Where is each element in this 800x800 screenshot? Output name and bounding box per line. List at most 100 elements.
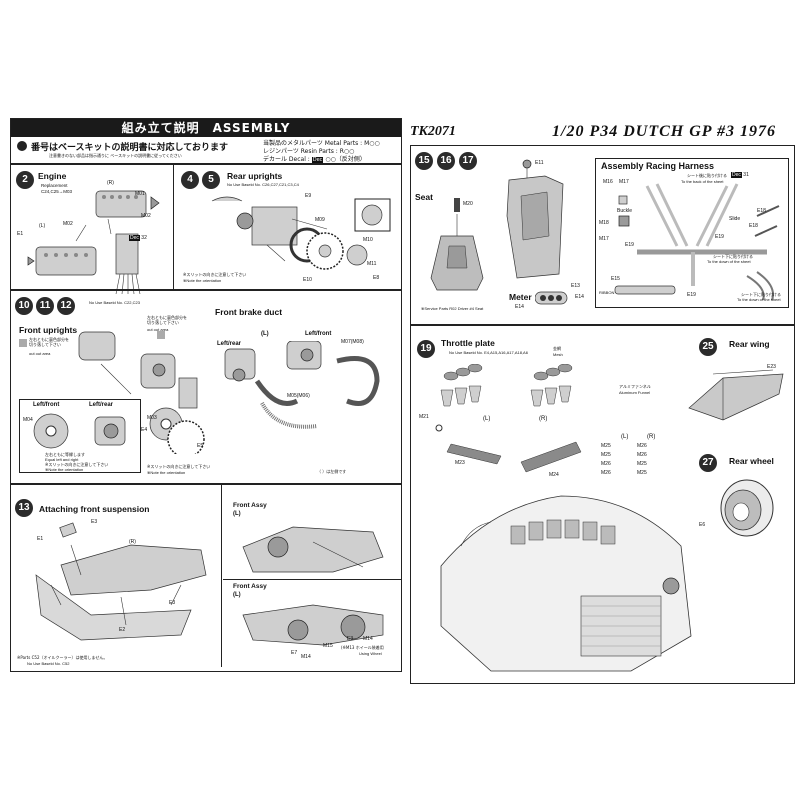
front-assy-1-diagram: [242, 526, 384, 573]
cut-note-2-jp: 左右ともに裏色部分を切り落して下さい: [147, 315, 187, 325]
step2-label-m02b: M02: [63, 221, 73, 227]
parts-note-jp: ※Parts C52（オイルクーラー）は使用しません。: [17, 655, 108, 660]
front-upright-inset: [19, 399, 141, 473]
intro-main-text: 番号はベースキットの説明書に対応しております: [31, 143, 229, 153]
cockpit-diagram: [506, 159, 564, 279]
step45-note-jp: ※スリットの向きに注意して下さい: [183, 272, 247, 277]
cut-area-swatch: [157, 331, 165, 339]
step13-label-m14a: M14: [301, 654, 311, 660]
rear-wheel-diagram: [720, 479, 774, 537]
step-number-15: 15: [415, 152, 433, 170]
inset-left-front: Left/front: [33, 402, 60, 408]
harness-decal-num: 31: [743, 172, 749, 178]
legend-metal: 当製品のメタルパーツ Metal Parts : M○○: [263, 140, 380, 147]
divider: [11, 289, 401, 291]
brake-duct-left-front: Left/front: [305, 331, 332, 337]
equal-note-jp: 左右ともに等縁します: [45, 452, 85, 457]
label-e5: E5: [197, 443, 204, 449]
step-number-12: 12: [57, 297, 75, 315]
step10-no-use: No Use Baseld No. C22,C23: [89, 300, 140, 305]
step-number-25: 25: [699, 338, 717, 356]
harness-decal-box: Dec: [731, 172, 742, 178]
step13-label-e3c: E3: [347, 636, 354, 642]
step-number-5: 5: [202, 171, 220, 189]
front-assy-1-title: Front Assy: [233, 502, 267, 509]
orient-note-jp-2: ※スリットの向きに注意して下さい: [147, 464, 211, 469]
back-note-jp: シート後に貼り付ける: [687, 173, 727, 178]
equal-note-en: Equal left and right: [45, 457, 79, 462]
pipe-row-3-l: M26: [601, 461, 611, 467]
right-instruction-sheet: 15 16 17 Seat M20 ※Service Parts R02 Dri…: [410, 145, 795, 684]
front-uprights-title: Front uprights: [19, 325, 78, 335]
step-number-11: 11: [36, 297, 54, 315]
brake-duct-diagram: [224, 341, 380, 429]
front-assy-2-diagram: [242, 604, 384, 646]
label-e23: E23: [767, 364, 776, 370]
harness-label-e19b: E19: [715, 234, 724, 240]
harness-box: [595, 158, 789, 308]
parts-note-en: No Use Baseld No. C52: [27, 661, 70, 666]
down-note-2-en: To the down of the sheet: [737, 297, 781, 302]
step2-title: Engine: [38, 171, 67, 181]
legend-resin: レジンパーツ Resin Parts : R○○: [263, 148, 355, 155]
inset-diagram: [33, 413, 126, 449]
rear-upright-diagram: [211, 196, 391, 270]
label-m03: M03: [147, 415, 157, 421]
pipe-row-2-r: M26: [637, 452, 647, 458]
harness-label-e15: E15: [611, 276, 620, 282]
harness-label-m16: M16: [603, 179, 613, 185]
pipe-row-4-l: M26: [601, 470, 611, 476]
label-m23: M23: [455, 460, 465, 466]
step-number-17: 17: [459, 152, 477, 170]
brake-duct-title: Front brake duct: [215, 307, 283, 317]
step45-note-en: ※Note the orientation: [183, 278, 222, 283]
pipe-table-head-r: (R): [647, 434, 656, 440]
slide-label: Slide: [729, 216, 741, 222]
divider-vertical: [173, 165, 175, 289]
back-note-en: To the back of the sheet: [681, 179, 724, 184]
engine-bay-diagram: [440, 495, 692, 672]
inset-left-rear: Left/rear: [89, 402, 114, 408]
wheel-note-jp: (※M13 ホイール装着用: [341, 645, 384, 650]
orient-note-jp: ※スリットの向きに注意して下さい: [45, 462, 109, 467]
harness-diagram: [614, 183, 780, 301]
step2-decal: Dec 32: [129, 235, 147, 241]
pipe-row-2-l: M25: [601, 452, 611, 458]
pipe-table-head-l: (L): [621, 434, 629, 440]
wheel-note-en: Using Wheel: [359, 651, 382, 656]
step-number-4: 4: [181, 171, 199, 189]
step13-label-e3a: E3: [91, 519, 98, 525]
front-assy-2-title: Front Assy: [233, 583, 267, 590]
meter-title: Meter: [509, 292, 532, 302]
brake-duct-left-rear: Left/rear: [217, 341, 242, 347]
seat-diagram: [430, 198, 484, 291]
front-upright-diagram: [78, 331, 205, 454]
label-m21: M21: [419, 414, 429, 420]
step2-decal-num: 32: [141, 235, 147, 241]
mesh-en: Mesh: [553, 352, 563, 357]
bracket-note: （ ）は左側です: [317, 469, 347, 474]
step2-replacement-parts: C24,C25→M03: [41, 189, 73, 194]
decal-box: Dec: [311, 157, 324, 164]
legend-decal-prefix: デカール Decal :: [263, 156, 310, 163]
step45-title: Rear uprights: [227, 171, 283, 181]
service-note: ※Service Parts R02 Driver #4 Seat: [421, 306, 484, 311]
step13-label-e3b: E3: [169, 600, 176, 606]
label-m04: M04: [23, 417, 33, 423]
divider: [11, 163, 401, 165]
harness-title: Assembly Racing Harness: [601, 161, 715, 171]
step2-label-r: (R): [107, 180, 114, 186]
pipe-row-1-r: M26: [637, 443, 647, 449]
rear-wing-diagram: [688, 369, 784, 421]
harness-label-buckle: Buckle: [617, 208, 633, 214]
meter-diagram: [535, 291, 568, 305]
down-note-2-jp: シート下に貼り付ける: [741, 292, 781, 297]
step-number-13: 13: [15, 499, 33, 517]
step45-label-m11: M11: [367, 261, 377, 267]
harness-label-e19c: E19: [687, 292, 696, 298]
label-e6: E6: [699, 522, 706, 528]
mesh-jp: 金網: [553, 346, 561, 351]
orient-note-en: ※Note the orientation: [45, 467, 84, 472]
front-assy-1-side: (L): [233, 511, 241, 517]
step45-label-e9: E9: [305, 193, 312, 199]
